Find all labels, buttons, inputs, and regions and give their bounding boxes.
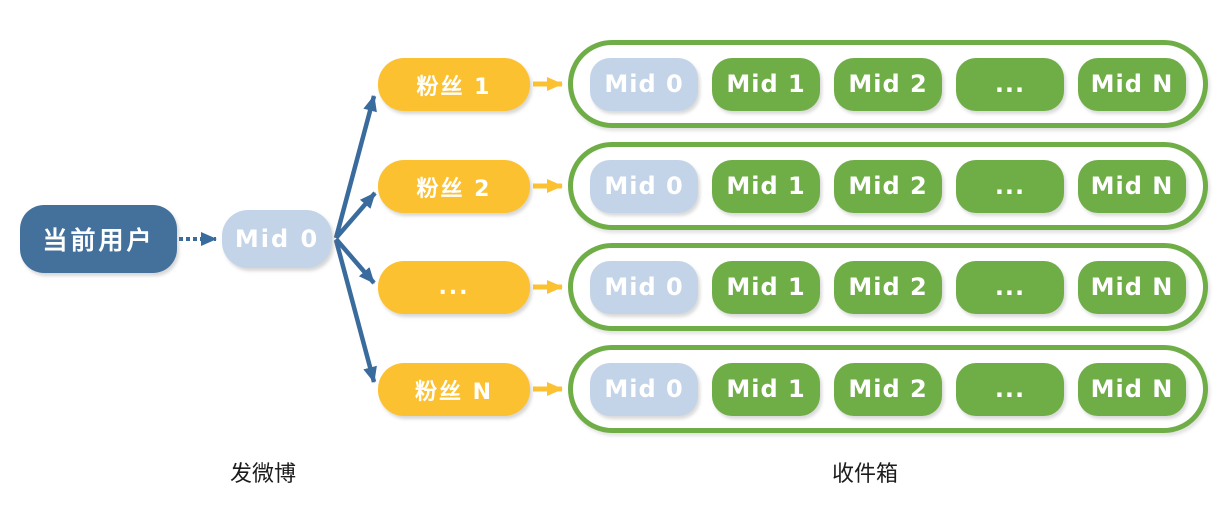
inbox-item-ellipsis: ... xyxy=(956,260,1064,314)
inbox-container-1: Mid 0 Mid 1 Mid 2 ... Mid N xyxy=(568,40,1208,128)
inbox-item-mid0: Mid 0 xyxy=(590,260,698,314)
fan-node-2: 粉丝 2 xyxy=(378,160,530,213)
mid0-label: Mid 0 xyxy=(234,225,320,253)
fan-node-1: 粉丝 1 xyxy=(378,58,530,111)
arrow-mid0-to-fan1 xyxy=(333,95,377,239)
inbox-item-midn: Mid N xyxy=(1078,260,1186,314)
fan-label: 粉丝 N xyxy=(414,379,494,405)
inbox-item-ellipsis: ... xyxy=(956,159,1064,213)
inbox-item-mid2: Mid 2 xyxy=(834,159,942,213)
inbox-item-ellipsis: ... xyxy=(956,57,1064,111)
caption-publish-weibo: 发微博 xyxy=(229,461,296,486)
inbox-item-mid1: Mid 1 xyxy=(712,159,820,213)
inbox-container-4: Mid 0 Mid 1 Mid 2 ... Mid N xyxy=(568,345,1208,433)
inbox-item-mid2: Mid 2 xyxy=(834,362,942,416)
inbox-item-mid1: Mid 1 xyxy=(712,260,820,314)
inbox-item-midn: Mid N xyxy=(1078,57,1186,111)
inbox-item-mid2: Mid 2 xyxy=(834,260,942,314)
fan-node-ellipsis: ... xyxy=(378,261,530,314)
caption-inbox: 收件箱 xyxy=(831,461,898,486)
inbox-item-mid0: Mid 0 xyxy=(590,362,698,416)
inbox-container-3: Mid 0 Mid 1 Mid 2 ... Mid N xyxy=(568,243,1208,331)
fan-label: 粉丝 2 xyxy=(416,176,492,202)
inbox-item-mid0: Mid 0 xyxy=(590,57,698,111)
inbox-item-mid1: Mid 1 xyxy=(712,362,820,416)
inbox-item-midn: Mid N xyxy=(1078,159,1186,213)
inbox-item-midn: Mid N xyxy=(1078,362,1186,416)
arrow-mid0-to-fan4 xyxy=(333,239,377,383)
current-user-node: 当前用户 xyxy=(20,205,177,273)
inbox-container-2: Mid 0 Mid 1 Mid 2 ... Mid N xyxy=(568,142,1208,230)
mid0-node: Mid 0 xyxy=(222,210,332,268)
fan-label: 粉丝 1 xyxy=(416,74,492,100)
inbox-item-mid0: Mid 0 xyxy=(590,159,698,213)
arrow-mid0-to-fan3 xyxy=(334,237,376,285)
inbox-item-mid2: Mid 2 xyxy=(834,57,942,111)
current-user-label: 当前用户 xyxy=(42,226,155,255)
arrow-mid0-to-fan2 xyxy=(334,191,377,240)
inbox-item-ellipsis: ... xyxy=(956,362,1064,416)
inbox-item-mid1: Mid 1 xyxy=(712,57,820,111)
fan-node-n: 粉丝 N xyxy=(378,363,530,416)
fan-label: ... xyxy=(438,275,470,300)
